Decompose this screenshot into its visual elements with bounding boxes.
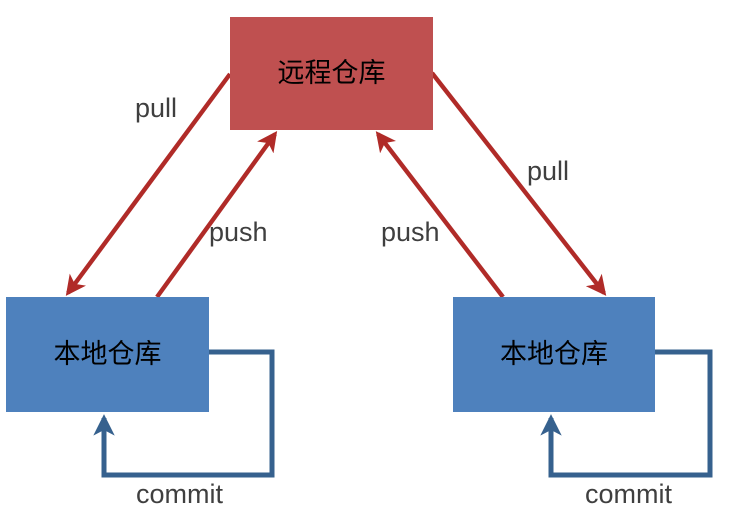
edge-label-pull-left: pull [135,93,178,123]
node-local-repo-right[interactable]: 本地仓库 [453,297,655,412]
edge-label-pull-right: pull [527,156,570,186]
node-local-repo-right-label: 本地仓库 [500,339,608,370]
edge-push-right-line [375,131,505,299]
edge-pull-right-line [430,71,607,296]
edge-pull-left-line [65,72,232,296]
edge-label-push-left: push [209,217,268,247]
edge-commit-left-path [93,349,275,478]
node-remote-repo-label: 远程仓库 [277,58,386,89]
node-local-repo-left[interactable]: 本地仓库 [6,297,209,412]
node-local-repo-left-label: 本地仓库 [53,339,162,370]
edge-push-left-line [155,131,278,299]
edge-label-commit-left: commit [136,479,223,509]
edge-commit-right-path [540,349,713,478]
edge-label-commit-right: commit [585,479,672,509]
node-remote-repo[interactable]: 远程仓库 [230,17,433,130]
edge-label-push-right: push [381,217,440,247]
